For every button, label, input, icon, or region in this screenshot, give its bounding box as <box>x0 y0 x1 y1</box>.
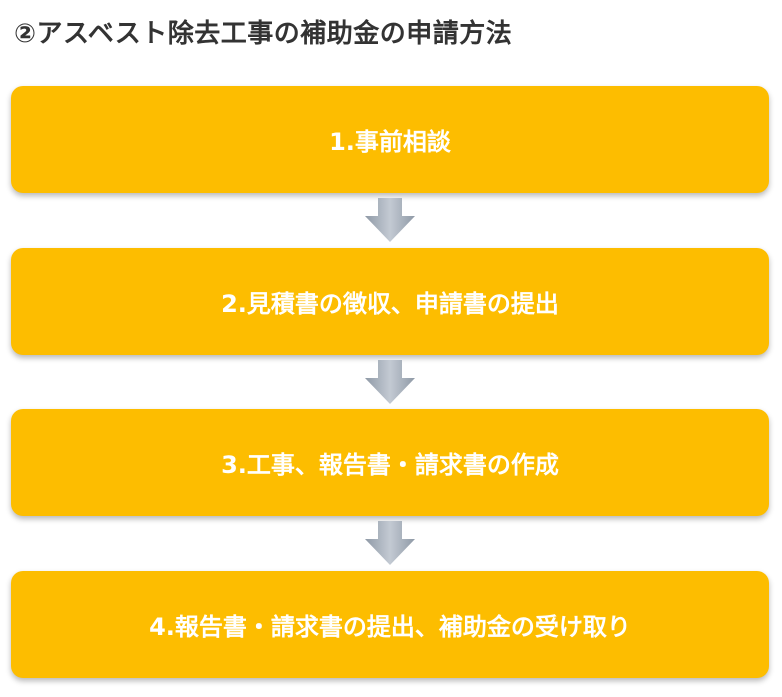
step-label: 3.工事、報告書・請求書の作成 <box>221 451 559 479</box>
step-box-3: 3.工事、報告書・請求書の作成 <box>11 409 769 516</box>
page-title: ②アスベスト除去工事の補助金の申請方法 <box>14 19 513 49</box>
step-label: 1.事前相談 <box>329 128 451 156</box>
step-label: 4.報告書・請求書の提出、補助金の受け取り <box>149 613 631 641</box>
down-arrow-icon <box>365 360 415 404</box>
step-box-4: 4.報告書・請求書の提出、補助金の受け取り <box>11 571 769 678</box>
down-arrow-icon <box>365 198 415 242</box>
step-box-2: 2.見積書の徴収、申請書の提出 <box>11 248 769 355</box>
down-arrow-icon <box>365 521 415 565</box>
step-box-1: 1.事前相談 <box>11 86 769 193</box>
step-label: 2.見積書の徴収、申請書の提出 <box>221 290 559 318</box>
